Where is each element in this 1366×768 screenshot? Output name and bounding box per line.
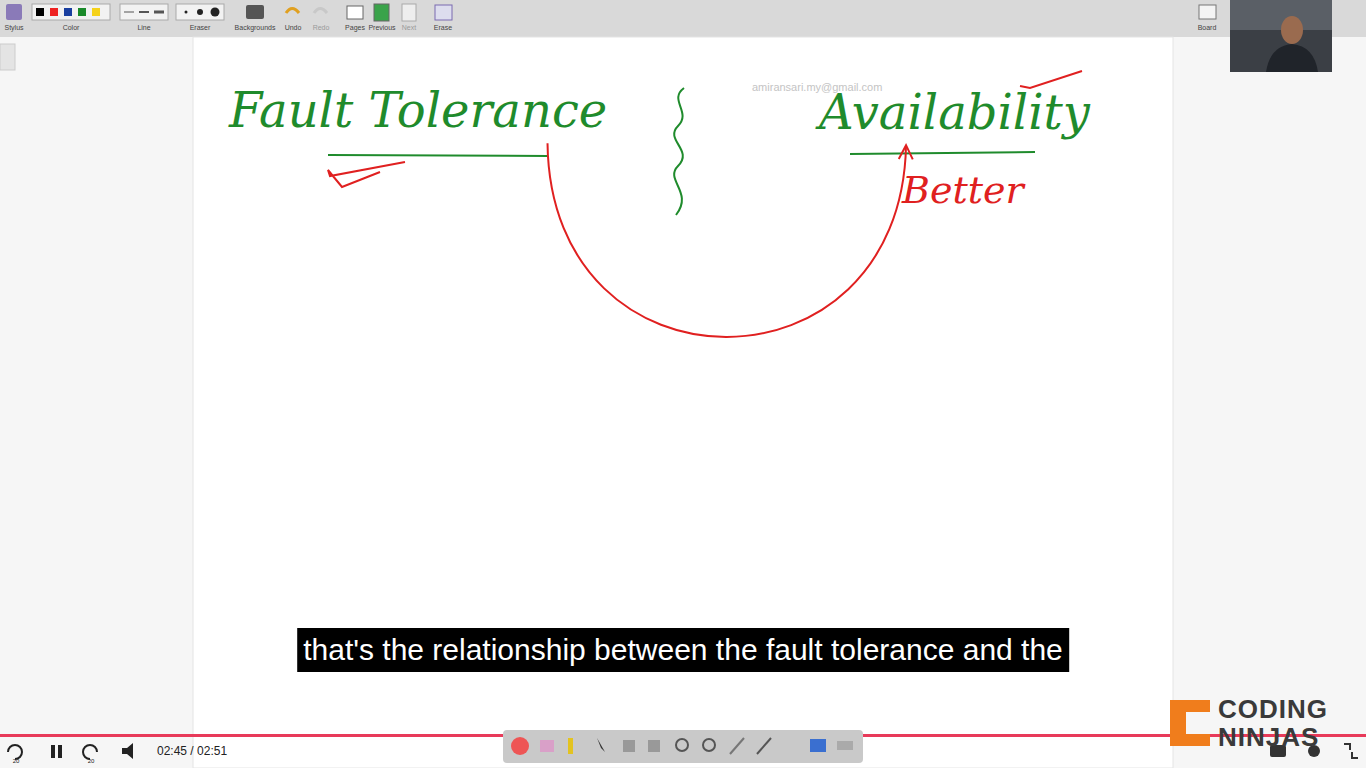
undo-icon xyxy=(286,9,299,14)
label-text: 02:45 / 02:51 xyxy=(157,744,227,758)
toolbar-bar xyxy=(0,0,1366,37)
label-text: Previous xyxy=(368,24,395,32)
check-mark xyxy=(328,162,405,187)
label-text: Stylus xyxy=(4,24,23,32)
whiteboard-page xyxy=(193,37,1173,768)
backgrounds-icon xyxy=(246,5,264,19)
pause-icon xyxy=(51,745,55,758)
underline xyxy=(850,152,1035,154)
previous-icon xyxy=(374,4,389,21)
label-text: Erase xyxy=(434,24,452,32)
erase-icon xyxy=(435,5,452,20)
color-well xyxy=(32,4,110,20)
underline xyxy=(328,155,548,156)
label-text: Next xyxy=(402,24,416,32)
label-text: Color xyxy=(63,24,80,32)
label-text: amiransari.my@gmail.com xyxy=(752,81,882,94)
label-text: 20 xyxy=(88,758,95,765)
label-text: Better xyxy=(902,168,1024,214)
handwritten-term: Fault Tolerance xyxy=(222,78,614,143)
label-text: that's the relationship between the faul… xyxy=(297,628,1069,672)
rewind-icon xyxy=(8,745,22,759)
volume-icon xyxy=(122,743,133,759)
label-text: 20 xyxy=(13,758,20,765)
redo-icon xyxy=(314,9,327,14)
pages-icon xyxy=(347,6,363,19)
eraser-well xyxy=(176,4,224,20)
label-text: Redo xyxy=(313,24,330,32)
label-text: Undo xyxy=(285,24,302,32)
presenter-head xyxy=(1281,16,1303,44)
term-text: Availability xyxy=(819,85,1090,140)
label-text: Line xyxy=(137,24,150,32)
label-text: NINJAS xyxy=(1218,722,1319,753)
curved-arrow xyxy=(548,143,913,337)
fullscreen-icon xyxy=(1344,744,1358,758)
stylus-icon xyxy=(6,4,22,20)
term-text: Fault Tolerance xyxy=(229,83,607,138)
board-icon xyxy=(1199,5,1216,19)
forward-icon xyxy=(83,745,97,759)
label-text: Eraser xyxy=(190,24,211,32)
label-text: Pages xyxy=(345,24,365,32)
wavy-divider xyxy=(674,88,684,215)
label-text: Backgrounds xyxy=(235,24,276,32)
label-text: Board xyxy=(1198,24,1217,32)
presenter-body xyxy=(1266,44,1318,72)
webcam-frame xyxy=(1230,0,1332,72)
line-well xyxy=(120,4,168,20)
next-icon xyxy=(402,4,416,21)
pen-palette xyxy=(503,730,863,763)
logo-mark xyxy=(1170,700,1210,746)
side-tab xyxy=(0,44,15,70)
label-text: CODING xyxy=(1218,694,1328,725)
